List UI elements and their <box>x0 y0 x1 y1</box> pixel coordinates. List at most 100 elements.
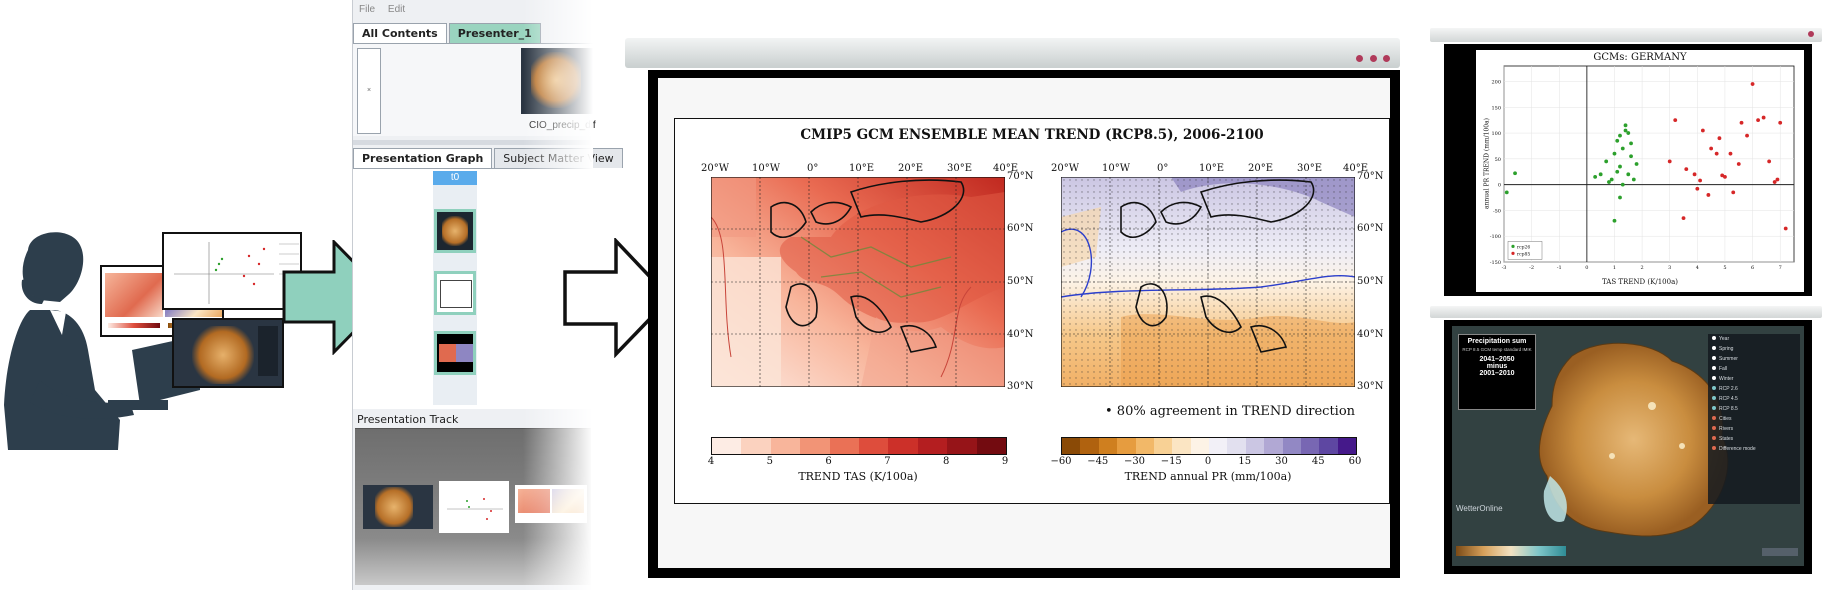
tab-subject-matter-view[interactable]: Subject Matter View <box>494 148 623 168</box>
colorbar-segment <box>1190 438 1209 454</box>
scatter-point-rcp85 <box>1698 178 1702 183</box>
graph-node-scatter[interactable] <box>434 271 476 315</box>
tab-presentation-graph[interactable]: Presentation Graph <box>353 148 493 168</box>
precip-period-b: 2001–2010 <box>1479 370 1515 377</box>
legend-radio-icon[interactable] <box>1712 376 1716 380</box>
colorbar-segment <box>829 438 860 454</box>
legend-radio-icon[interactable] <box>1712 366 1716 370</box>
lon-label: 40°E <box>1343 163 1369 174</box>
legend-marker <box>1511 244 1515 248</box>
colorbar-segment <box>1062 438 1081 454</box>
scatter-point-rcp85 <box>1750 82 1755 86</box>
precip-subtitle: RCP 8.5 GCM temp standard IMIK <box>1462 347 1532 352</box>
scatter-point-rcp26 <box>1598 172 1603 177</box>
scatter-point-rcp26 <box>1626 172 1631 177</box>
temperature-colorbar-label: TREND TAS (K/100a) <box>798 470 918 483</box>
precip-info-box: Precipitation sum RCP 8.5 GCM temp stand… <box>1458 334 1536 410</box>
scatter-point-rcp26 <box>1629 141 1633 146</box>
colorbar-tick: 4 <box>707 456 715 467</box>
legend-entry: rcp26 <box>1517 244 1530 250</box>
precip-legend-item[interactable]: Spring <box>1708 344 1800 354</box>
track-item-map[interactable] <box>363 485 433 529</box>
scatter-point-rcp85 <box>1717 136 1722 141</box>
precip-legend-label: Year <box>1719 336 1730 342</box>
scatter-point-rcp85 <box>1706 193 1711 197</box>
legend-radio-icon[interactable] <box>1712 426 1716 430</box>
window-control-icon[interactable] <box>1356 55 1364 62</box>
colorbar-segment <box>1300 438 1320 454</box>
precip-legend-item[interactable]: RCP 2.6 <box>1708 384 1800 394</box>
precip-title: Precipitation sum <box>1467 338 1527 345</box>
precip-legend-item[interactable]: Difference mode <box>1708 444 1800 454</box>
window-control-icon[interactable] <box>1369 55 1377 62</box>
scatter-point-rcp26 <box>1612 218 1617 223</box>
colorbar-tick: 45 <box>1311 456 1325 467</box>
projector-screen-housing <box>625 38 1400 68</box>
scatter-y-tick: -50 <box>1493 208 1501 214</box>
scatter-frame <box>1503 65 1795 263</box>
precip-legend-item[interactable]: Winter <box>1708 374 1800 384</box>
tab-presenter-1[interactable]: Presenter_1 <box>448 23 541 43</box>
precip-legend-label: RCP 8.5 <box>1719 406 1738 412</box>
node-scatter-thumb <box>440 280 472 308</box>
legend-radio-icon[interactable] <box>1712 346 1716 350</box>
legend-radio-icon[interactable] <box>1712 356 1716 360</box>
precip-legend-item[interactable]: States <box>1708 434 1800 444</box>
node-trend-thumb <box>439 344 473 362</box>
legend-radio-icon[interactable] <box>1712 396 1716 400</box>
lon-label: 30°E <box>1297 163 1323 174</box>
tab-all-contents[interactable]: All Contents <box>353 23 447 43</box>
colorbar-segment <box>1227 438 1246 454</box>
colorbar-tick: −15 <box>1160 456 1182 467</box>
scatter-point-rcp85 <box>1783 226 1788 231</box>
splitter[interactable] <box>353 140 593 145</box>
menu-file[interactable]: File <box>359 4 376 15</box>
mini-colorbar-left <box>108 323 160 328</box>
precip-legend-item[interactable]: Rivers <box>1708 424 1800 434</box>
window-control-icon[interactable] <box>1383 55 1390 62</box>
precip-legend-item[interactable]: RCP 4.5 <box>1708 394 1800 404</box>
mini-precip-slide <box>172 318 284 388</box>
white-arrow <box>563 238 673 358</box>
colorbar-segment <box>859 438 889 454</box>
lon-label: 20°E <box>898 163 924 174</box>
track-item-trend[interactable] <box>515 485 587 523</box>
mini-temp-map <box>105 273 163 317</box>
scatter-screen-housing <box>1430 28 1822 42</box>
zoom-control[interactable] <box>1762 548 1798 556</box>
graph-node-label[interactable]: t0 <box>433 171 477 185</box>
colorbar-segment <box>1098 438 1118 454</box>
mini-germany-map <box>192 326 254 384</box>
legend-radio-icon[interactable] <box>1712 416 1716 420</box>
legend-radio-icon[interactable] <box>1712 446 1716 450</box>
precip-legend-item[interactable]: Summer <box>1708 354 1800 364</box>
content-thumbnail[interactable] <box>521 48 593 114</box>
lon-label: 10°W <box>1102 163 1131 174</box>
precip-legend-item[interactable]: Fall <box>1708 364 1800 374</box>
precip-legend-item[interactable]: Year <box>1708 334 1800 344</box>
scatter-point-rcp85 <box>1772 180 1777 184</box>
colorbar-segment <box>770 438 801 454</box>
colorbar-segment <box>712 438 742 454</box>
track-item-scatter[interactable] <box>439 481 509 533</box>
legend-radio-icon[interactable] <box>1712 336 1716 340</box>
legend-radio-icon[interactable] <box>1712 406 1716 410</box>
lat-label: 70°N <box>1007 171 1034 182</box>
scatter-y-tick: 0 <box>1498 183 1501 189</box>
graph-node-map[interactable] <box>434 209 476 253</box>
scatter-point-rcp85 <box>1756 118 1760 123</box>
lat-label: 40°N <box>1007 329 1034 340</box>
graph-node-trend[interactable] <box>434 331 476 375</box>
precip-legend-item[interactable]: RCP 8.5 <box>1708 404 1800 414</box>
scatter-y-tick: 150 <box>1491 105 1501 111</box>
menu-edit[interactable]: Edit <box>387 4 406 15</box>
lat-label: 40°N <box>1357 329 1384 340</box>
precipitation-map-svg <box>1060 176 1356 388</box>
window-control-icon[interactable] <box>1808 31 1814 37</box>
scatter-y-tick: 100 <box>1491 131 1501 137</box>
legend-radio-icon[interactable] <box>1712 436 1716 440</box>
legend-radio-icon[interactable] <box>1712 386 1716 390</box>
content-placeholder-item[interactable]: × <box>357 48 381 134</box>
precip-legend-item[interactable]: Cities <box>1708 414 1800 424</box>
